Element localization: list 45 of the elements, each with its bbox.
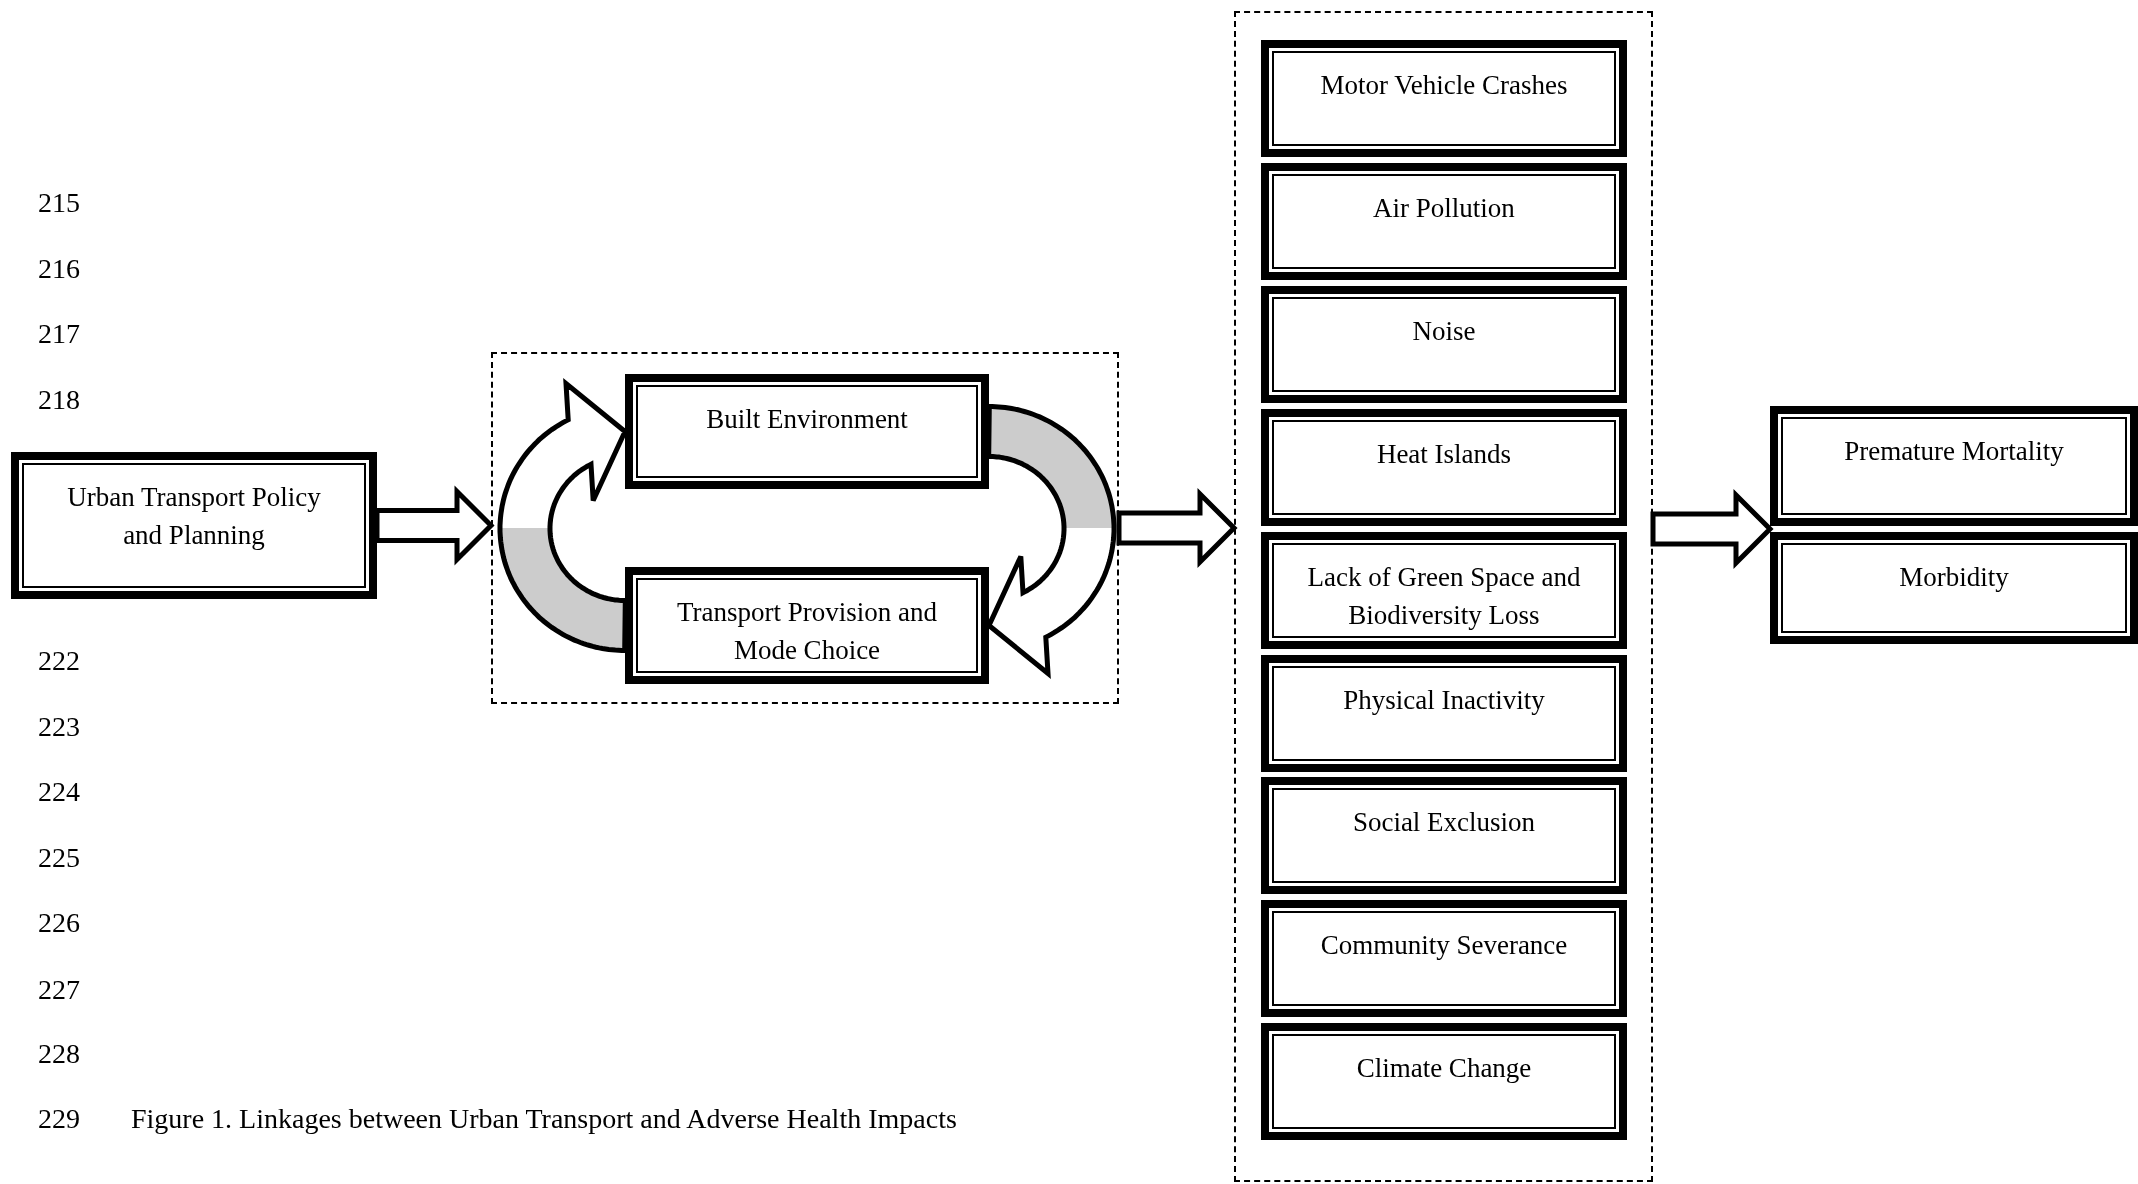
process-box bbox=[1261, 40, 1627, 157]
line-number: 227 bbox=[38, 973, 80, 1007]
process-box bbox=[1261, 285, 1627, 403]
process-box bbox=[1261, 1023, 1627, 1141]
box-label: Physical Inactivity bbox=[1342, 683, 1546, 717]
line-number: 218 bbox=[38, 383, 80, 417]
line-number: 223 bbox=[38, 710, 80, 744]
process-box bbox=[1261, 408, 1627, 526]
process-box bbox=[1261, 900, 1627, 1018]
box-label: Air Pollution bbox=[1372, 191, 1516, 225]
process-box bbox=[1261, 162, 1627, 280]
box-label: Urban Transport Policy and Planning bbox=[66, 481, 322, 552]
line-number: 229 bbox=[38, 1102, 80, 1136]
process-box bbox=[1261, 531, 1627, 649]
line-number: 225 bbox=[38, 841, 80, 875]
process-box bbox=[1261, 777, 1627, 895]
line-number: 217 bbox=[38, 317, 80, 351]
box-label: Heat Islands bbox=[1375, 437, 1513, 471]
line-number: 215 bbox=[38, 186, 80, 220]
box-label: Climate Change bbox=[1355, 1052, 1533, 1086]
process-box bbox=[1261, 654, 1627, 772]
process-box bbox=[1770, 532, 2138, 644]
process-box bbox=[1770, 406, 2138, 526]
box-label: Community Severance bbox=[1319, 929, 1569, 963]
box-label: Social Exclusion bbox=[1351, 806, 1537, 840]
line-number: 222 bbox=[38, 644, 80, 678]
box-label: Noise bbox=[1411, 314, 1477, 348]
box-label: Motor Vehicle Crashes bbox=[1319, 69, 1569, 102]
box-label: Transport Provision and Mode Choice bbox=[676, 596, 938, 667]
line-number: 216 bbox=[38, 252, 80, 286]
line-number: 226 bbox=[38, 906, 80, 940]
dashed-group-frame bbox=[1234, 11, 1653, 1182]
line-number: 228 bbox=[38, 1037, 80, 1071]
figure-caption: Figure 1. Linkages between Urban Transport and Adverse Health Impacts bbox=[131, 1102, 957, 1136]
box-label: Lack of Green Space and Biodiversity Loss bbox=[1306, 560, 1582, 632]
line-number: 224 bbox=[38, 775, 80, 809]
box-label: Morbidity bbox=[1898, 561, 2010, 594]
box-label: Built Environment bbox=[705, 403, 909, 436]
box-label: Premature Mortality bbox=[1843, 435, 2065, 468]
block-arrow bbox=[374, 485, 495, 566]
block-arrow bbox=[1650, 488, 1774, 570]
process-box bbox=[625, 374, 989, 489]
process-box bbox=[11, 452, 377, 599]
process-box bbox=[625, 567, 989, 684]
dashed-group-frame bbox=[491, 352, 1119, 704]
